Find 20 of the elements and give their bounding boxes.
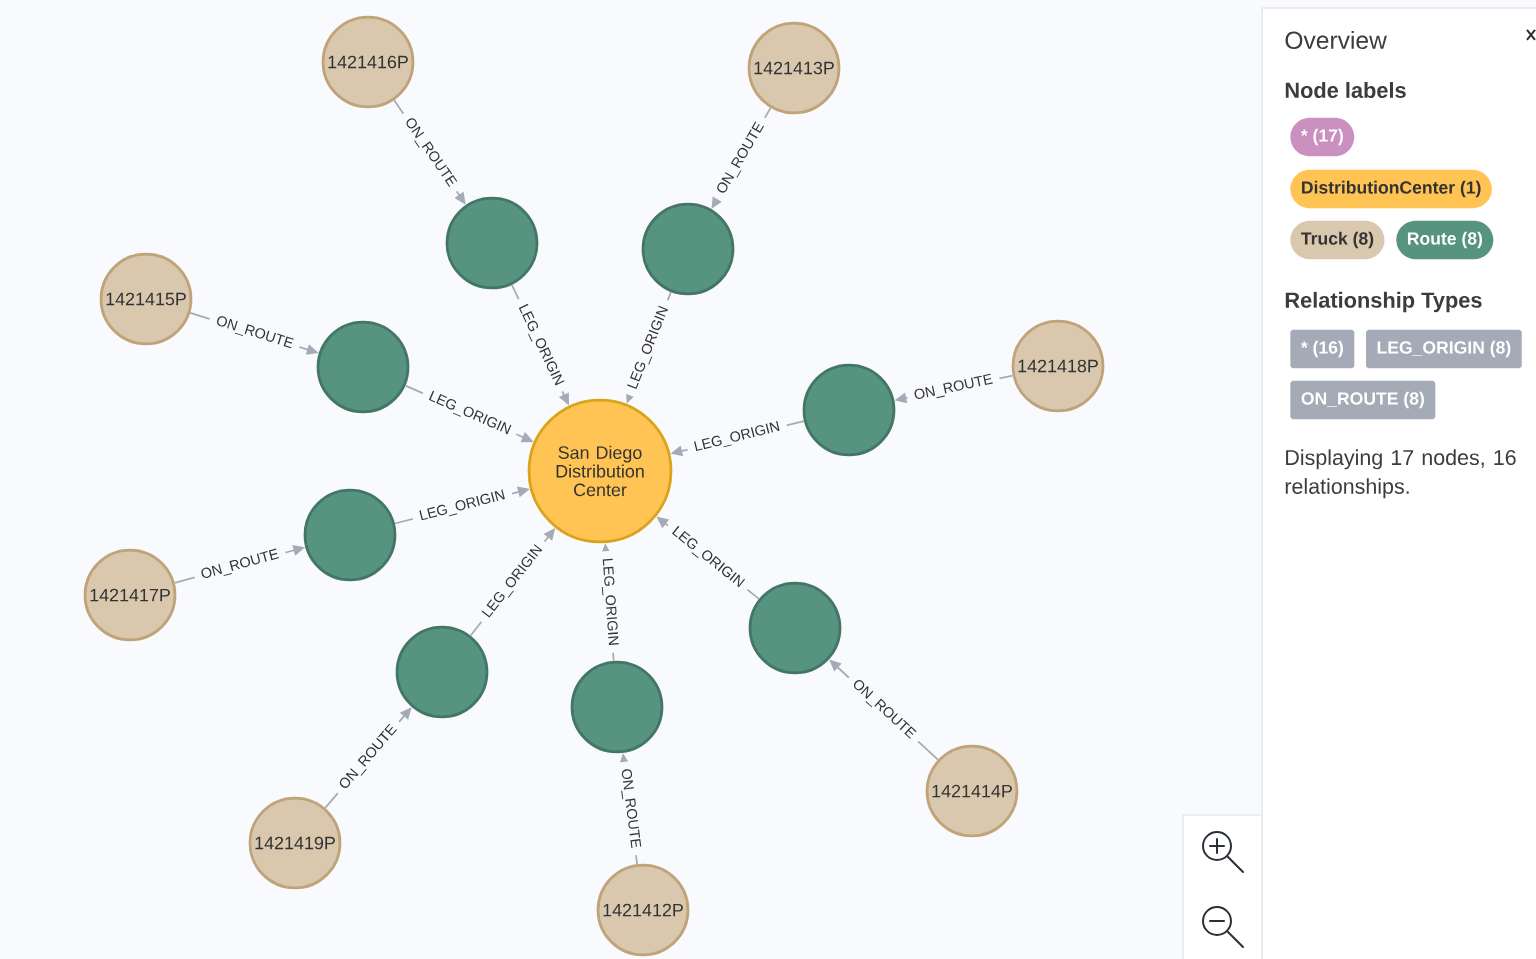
legend-pill: DistributionCenter (1)	[1290, 169, 1492, 209]
node-circle	[445, 196, 539, 290]
node-circle	[303, 488, 397, 582]
node-circle	[316, 320, 410, 414]
node-circle	[570, 660, 664, 754]
node-circle	[748, 581, 842, 675]
node-circle	[395, 625, 489, 719]
edge-label: LEG_ORIGIN	[596, 550, 623, 654]
panel-heading: Overview	[1285, 30, 1387, 50]
legend-pill: * (16)	[1290, 329, 1355, 369]
node-circle	[802, 363, 896, 457]
status-text: Displaying 17 nodes, 16 relationships.	[1285, 449, 1516, 499]
legend-pill: * (17)	[1290, 117, 1355, 157]
legend-pill: ON_ROUTE (8)	[1290, 380, 1436, 420]
edge-label: ON_ROUTE	[615, 760, 645, 857]
section-heading: Relationship Types	[1285, 291, 1482, 313]
section-heading: Node labels	[1285, 82, 1406, 98]
node-circle	[641, 202, 735, 296]
legend-pill: Truck (8)	[1290, 220, 1385, 260]
legend-pill: LEG_ORIGIN (8)	[1366, 329, 1522, 369]
